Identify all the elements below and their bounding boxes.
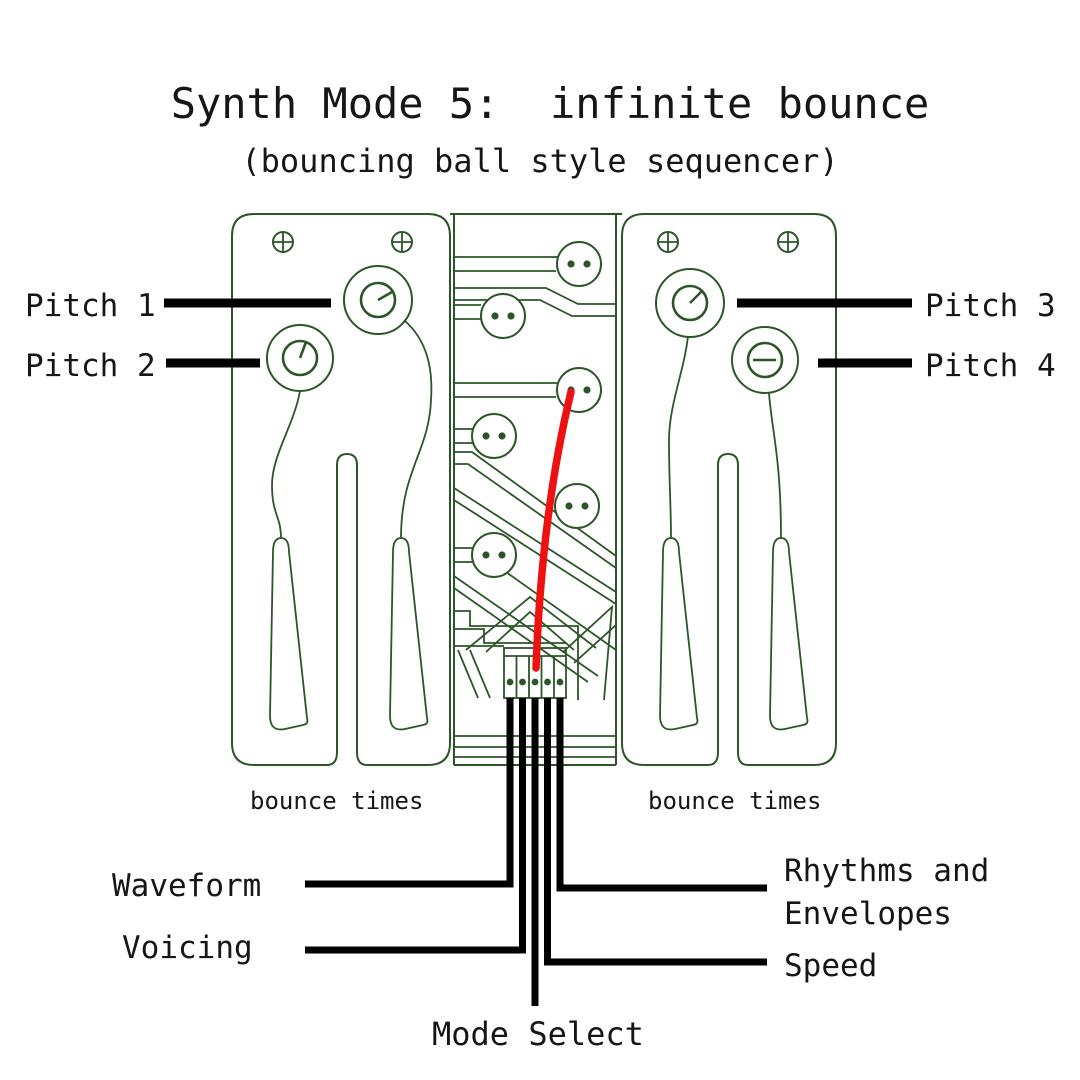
circuit-column xyxy=(450,213,622,766)
touch-pad xyxy=(471,413,517,459)
knob-stem xyxy=(400,319,433,539)
pitch-2-label: Pitch 2 xyxy=(25,348,156,384)
pad-dot xyxy=(491,312,499,320)
pin-dot xyxy=(531,678,539,686)
pitch-4-label: Pitch 4 xyxy=(925,348,1056,384)
touch-pad xyxy=(480,293,526,339)
touch-pad xyxy=(556,367,602,413)
knob-stem xyxy=(668,335,689,539)
speed-label: Speed xyxy=(784,948,878,984)
pitch-3-label: Pitch 3 xyxy=(925,288,1056,324)
pitch-2-knob xyxy=(266,324,334,392)
page-subtitle: (bouncing ball style sequencer) xyxy=(241,142,839,180)
pad-dot xyxy=(482,551,490,559)
knob-pointer xyxy=(298,341,308,359)
voicing-label: Voicing xyxy=(122,930,253,966)
left-panel xyxy=(231,213,451,766)
knob-pointer xyxy=(689,290,703,304)
rhythms-envelopes-label-line2: Envelopes xyxy=(784,896,952,932)
mode-select-label: Mode Select xyxy=(432,1015,644,1053)
bounce-slider xyxy=(769,537,809,731)
bounce-times-left-label: bounce times xyxy=(250,787,424,815)
pad-dot xyxy=(565,502,573,510)
waveform-leader xyxy=(305,698,514,888)
circuit-column-outline xyxy=(450,213,622,766)
voicing-leader xyxy=(305,698,526,954)
knob-stem xyxy=(271,390,301,539)
screw-icon xyxy=(657,231,679,253)
pitch-1-knob xyxy=(343,265,413,335)
right-panel-outline xyxy=(621,213,837,766)
page-title: Synth Mode 5: infinite bounce xyxy=(170,79,930,128)
touch-pad xyxy=(556,241,602,287)
pad-dot xyxy=(567,260,575,268)
pad-dot xyxy=(583,260,591,268)
pad-dot xyxy=(498,551,506,559)
pin-dot xyxy=(556,678,564,686)
touch-pad xyxy=(554,483,600,529)
waveform-label: Waveform xyxy=(112,868,262,904)
speed-leader xyxy=(544,698,767,966)
callout-leaders xyxy=(164,298,912,1006)
pin-dot xyxy=(506,678,514,686)
touch-pads xyxy=(471,241,602,578)
pitch-1-label: Pitch 1 xyxy=(25,288,156,324)
bounce-slider xyxy=(269,537,309,731)
left-panel-outline xyxy=(231,213,451,766)
pin-dot xyxy=(519,678,526,686)
screw-icon xyxy=(391,231,413,253)
knob-pointer xyxy=(377,290,393,302)
right-panel xyxy=(621,213,837,766)
pin-dot xyxy=(544,678,551,686)
rhythms-leader xyxy=(556,698,767,892)
knob-stem xyxy=(768,392,782,539)
screw-icon xyxy=(777,231,799,253)
touch-pad xyxy=(471,532,517,578)
bounce-slider xyxy=(389,537,429,731)
bounce-slider xyxy=(659,537,699,731)
pitch-4-knob xyxy=(731,326,799,394)
pad-dot xyxy=(583,386,591,394)
pad-dot xyxy=(507,312,515,320)
screw-icon xyxy=(272,231,294,253)
pad-dot xyxy=(482,432,490,440)
pitch-3-knob xyxy=(655,268,725,338)
pad-dot xyxy=(581,502,589,510)
pad-dot xyxy=(498,432,506,440)
rhythms-envelopes-label-line1: Rhythms and xyxy=(784,853,990,889)
red-bounce-wire xyxy=(532,388,575,672)
bounce-times-right-label: bounce times xyxy=(648,787,822,815)
